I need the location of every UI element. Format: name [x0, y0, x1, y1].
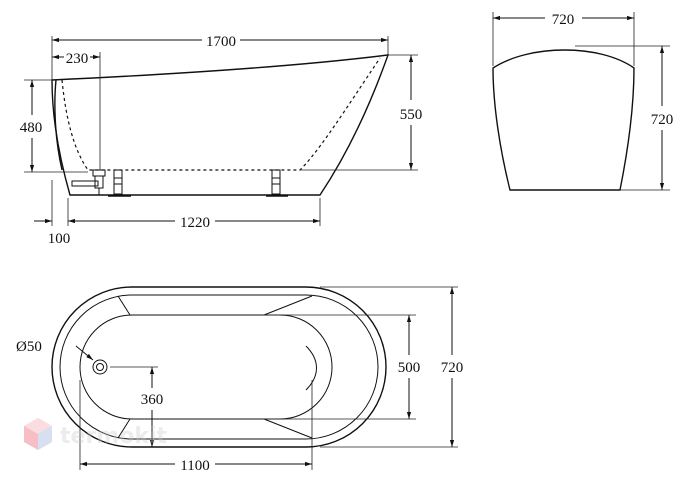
tub-outer-rim [51, 286, 387, 448]
height-left-label: 480 [20, 120, 43, 136]
watermark: termokit [24, 418, 167, 450]
inner-width-label: 500 [398, 360, 421, 376]
inner-basin [79, 314, 333, 420]
base-length-label: 1220 [180, 215, 210, 231]
drain [92, 359, 108, 375]
drain-offset-label: 230 [66, 51, 89, 67]
tub-side-profile [51, 54, 390, 196]
termokit-logo-icon [24, 418, 52, 450]
front-height-label: 720 [651, 112, 674, 128]
length-label: 1700 [206, 34, 236, 50]
inner-length-label: 1100 [180, 458, 209, 474]
drain-assembly [71, 169, 106, 195]
watermark-text: termokit [60, 424, 167, 449]
drain-diameter-label: Ø50 [16, 339, 42, 355]
front-view: 720 720 [492, 12, 674, 191]
side-view: 1700 230 480 550 100 1220 [20, 34, 423, 247]
foot-offset-label: 100 [48, 231, 71, 247]
tub-end-profile [492, 49, 635, 191]
front-width-label: 720 [552, 12, 575, 28]
height-right-label: 550 [400, 107, 423, 123]
tub-foot-left [108, 169, 131, 197]
tub-foot-right [266, 169, 288, 197]
outer-width-label: 720 [441, 360, 464, 376]
top-view: Ø50 360 500 720 1100 [16, 286, 464, 474]
inner-basin-dashed [61, 57, 381, 171]
drain-position-label: 360 [141, 392, 164, 408]
